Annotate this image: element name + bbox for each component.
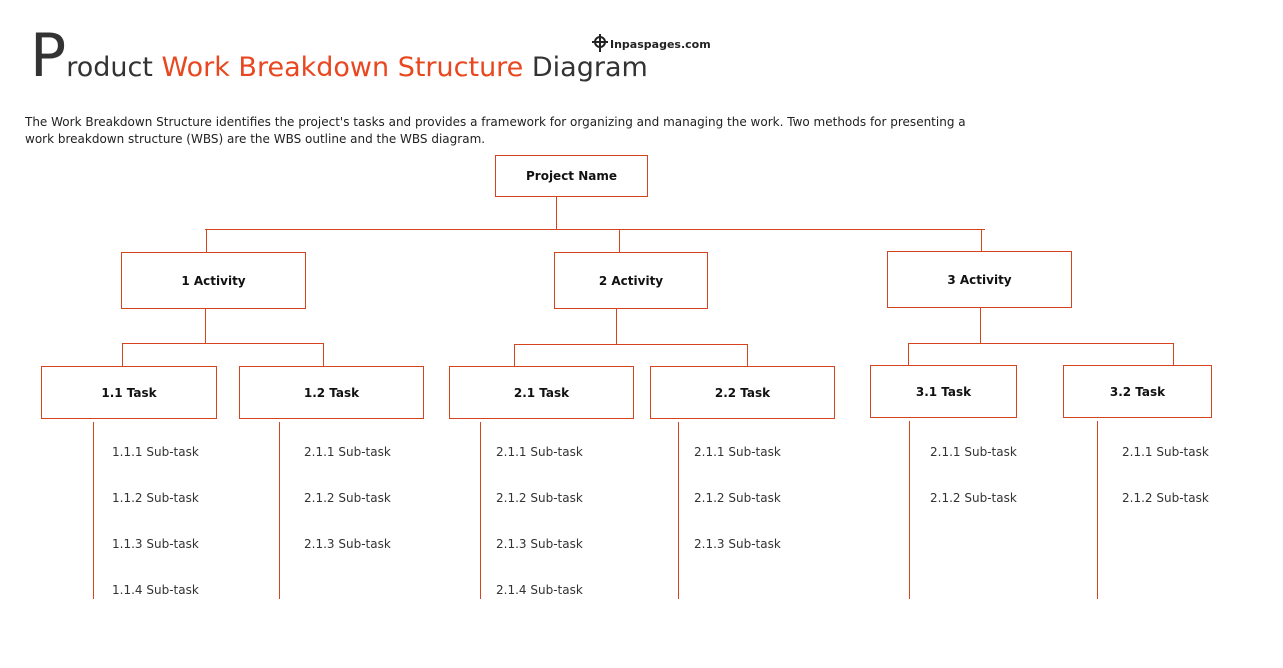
title-initial: P bbox=[30, 21, 67, 91]
activity-1-box: 1 Activity bbox=[121, 252, 306, 309]
activity-bus bbox=[205, 229, 985, 230]
task-2-1-box: 2.1 Task bbox=[449, 366, 634, 419]
activity-3-connector bbox=[981, 229, 982, 252]
subtask-item: 2.1.2 Sub-task bbox=[930, 491, 1017, 505]
description-text: The Work Breakdown Structure identifies … bbox=[25, 115, 966, 146]
task-1-2-connector bbox=[323, 343, 324, 366]
subtask-item: 1.1.4 Sub-task bbox=[112, 583, 199, 597]
subtask-item: 2.1.2 Sub-task bbox=[1122, 491, 1209, 505]
subtask-item: 2.1.2 Sub-task bbox=[694, 491, 781, 505]
site-logo[interactable]: Inpaspages.com bbox=[592, 34, 711, 52]
task-1-2-box: 1.2 Task bbox=[239, 366, 424, 419]
title-part-1: roduct bbox=[66, 52, 162, 83]
activity-1-task-bus bbox=[122, 343, 324, 344]
subtask-item: 1.1.3 Sub-task bbox=[112, 537, 199, 551]
task-1-2-subtask-line bbox=[279, 422, 280, 599]
task-2-1-subtask-line bbox=[480, 422, 481, 599]
activity-3-task-bus bbox=[908, 343, 1174, 344]
subtask-item: 2.1.4 Sub-task bbox=[496, 583, 583, 597]
subtask-item: 1.1.2 Sub-task bbox=[112, 491, 199, 505]
subtask-item: 2.1.1 Sub-task bbox=[496, 445, 583, 459]
activity-2-down-connector bbox=[616, 309, 617, 344]
subtask-item: 2.1.3 Sub-task bbox=[304, 537, 391, 551]
activity-2-box: 2 Activity bbox=[554, 252, 708, 309]
logo-text: Inpaspages.com bbox=[610, 38, 711, 51]
task-1-1-subtask-line bbox=[93, 422, 94, 599]
activity-3-box: 3 Activity bbox=[887, 251, 1072, 308]
root-connector bbox=[556, 197, 557, 229]
task-3-2-box: 3.2 Task bbox=[1063, 365, 1212, 418]
task-2-1-connector bbox=[514, 344, 515, 366]
activity-2-connector bbox=[619, 229, 620, 252]
subtask-item: 2.1.3 Sub-task bbox=[496, 537, 583, 551]
subtask-item: 2.1.1 Sub-task bbox=[930, 445, 1017, 459]
subtask-item: 2.1.1 Sub-task bbox=[1122, 445, 1209, 459]
task-2-2-box: 2.2 Task bbox=[650, 366, 835, 419]
subtask-item: 2.1.1 Sub-task bbox=[304, 445, 391, 459]
task-1-1-box: 1.1 Task bbox=[41, 366, 217, 419]
activity-1-connector bbox=[206, 229, 207, 252]
subtask-item: 2.1.2 Sub-task bbox=[496, 491, 583, 505]
task-3-1-connector bbox=[908, 343, 909, 365]
subtask-item: 2.1.3 Sub-task bbox=[694, 537, 781, 551]
task-3-1-subtask-line bbox=[909, 421, 910, 599]
task-3-2-connector bbox=[1173, 343, 1174, 365]
task-3-2-subtask-line bbox=[1097, 421, 1098, 599]
page-title: Product Work Breakdown Structure Diagram bbox=[30, 26, 648, 86]
subtask-item: 2.1.2 Sub-task bbox=[304, 491, 391, 505]
subtask-item: 2.1.1 Sub-task bbox=[694, 445, 781, 459]
activity-1-down-connector bbox=[205, 309, 206, 343]
title-accent: Work Breakdown Structure bbox=[161, 52, 524, 83]
activity-2-task-bus bbox=[514, 344, 748, 345]
crosshair-logo-icon bbox=[592, 34, 608, 52]
task-2-2-connector bbox=[747, 344, 748, 366]
root-node-project-name: Project Name bbox=[495, 155, 648, 197]
task-1-1-connector bbox=[122, 343, 123, 366]
task-3-1-box: 3.1 Task bbox=[870, 365, 1017, 418]
subtask-item: 1.1.1 Sub-task bbox=[112, 445, 199, 459]
activity-3-down-connector bbox=[980, 308, 981, 343]
task-2-2-subtask-line bbox=[678, 422, 679, 599]
title-part-2: Diagram bbox=[523, 52, 648, 83]
